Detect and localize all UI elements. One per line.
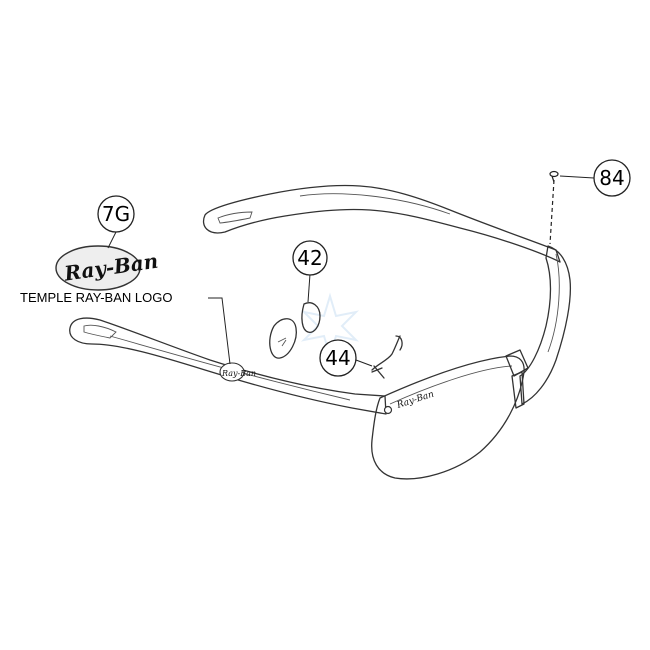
near-temple-arm (69, 317, 387, 415)
lens (371, 355, 525, 480)
callout-84: 84 (593, 159, 631, 197)
svg-text:84: 84 (599, 166, 624, 190)
far-hinge (519, 245, 572, 405)
callout-44: 44 (319, 339, 357, 377)
temple-logo-insert: Ray-Ban (55, 245, 160, 291)
temple-logo-part: Ray-Ban (219, 362, 256, 382)
nose-pad-part (269, 302, 321, 359)
pad-arm-part (371, 335, 403, 379)
callout-42: 42 (292, 240, 328, 276)
svg-text:44: 44 (325, 346, 350, 370)
lens-logo: Ray-Ban (395, 389, 436, 411)
svg-text:7G: 7G (102, 202, 130, 226)
far-temple-arm (202, 184, 561, 263)
svg-text:Ray-Ban: Ray-Ban (221, 369, 256, 378)
svg-text:42: 42 (297, 246, 322, 270)
screw-leader (549, 179, 555, 245)
callout-7G: 7G (97, 195, 135, 233)
temple-logo-label: TEMPLE RAY-BAN LOGO (20, 290, 172, 305)
screw-icon (549, 170, 559, 183)
